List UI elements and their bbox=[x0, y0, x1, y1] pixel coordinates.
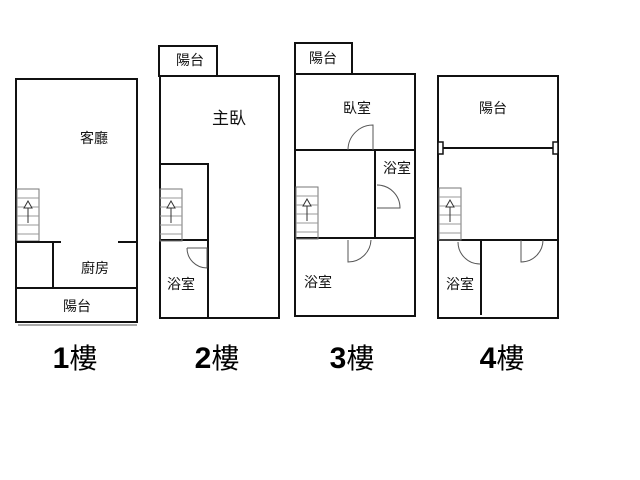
door-icon bbox=[347, 124, 374, 151]
room-label-living-room: 客廳 bbox=[80, 130, 108, 147]
stairs-icon bbox=[295, 186, 319, 240]
door-icon bbox=[347, 239, 372, 263]
stairs-icon bbox=[16, 188, 40, 242]
door-icon bbox=[186, 247, 208, 269]
stairs-icon bbox=[159, 188, 183, 242]
room-label-balcony: 陽台 bbox=[309, 51, 337, 67]
door-icon bbox=[376, 184, 401, 209]
floor-1-plan: 客廳 廚房 陽台 1樓 bbox=[15, 78, 138, 375]
room-label-kitchen: 廚房 bbox=[81, 260, 109, 277]
floor-label-1: 1樓 bbox=[53, 342, 98, 375]
room-label-master-bedroom: 主臥 bbox=[212, 109, 246, 129]
floor-2-plan: 陽台 主臥 浴室 2樓 bbox=[158, 45, 280, 375]
room-label-bathroom: 浴室 bbox=[446, 276, 474, 293]
door-icon bbox=[457, 241, 481, 265]
room-label-bathroom: 浴室 bbox=[304, 274, 332, 291]
room-label-balcony: 陽台 bbox=[176, 53, 204, 69]
floor-label-3: 3樓 bbox=[330, 342, 375, 375]
floor-label-4: 4樓 bbox=[480, 342, 525, 375]
door-icon bbox=[520, 239, 544, 263]
room-label-bedroom: 臥室 bbox=[343, 100, 371, 117]
room-label-bathroom: 浴室 bbox=[383, 160, 411, 177]
floor-3-plan: 陽台 臥室 浴室 浴室 3樓 bbox=[294, 42, 416, 375]
room-label-bathroom: 浴室 bbox=[167, 276, 195, 293]
stairs-icon bbox=[438, 187, 462, 241]
room-label-balcony: 陽台 bbox=[479, 101, 507, 117]
floor-4-plan: 陽台 浴室 4樓 bbox=[437, 75, 559, 375]
room-label-balcony: 陽台 bbox=[63, 299, 91, 315]
floor-label-2: 2樓 bbox=[195, 342, 240, 375]
